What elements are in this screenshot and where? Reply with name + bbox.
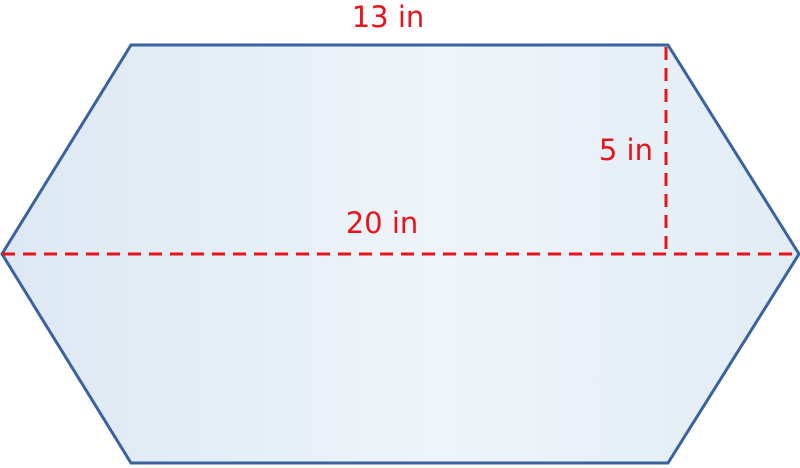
- top-side-label: 13 in: [352, 0, 425, 34]
- diagonal-label: 20 in: [346, 206, 419, 240]
- height-label: 5 in: [599, 133, 653, 167]
